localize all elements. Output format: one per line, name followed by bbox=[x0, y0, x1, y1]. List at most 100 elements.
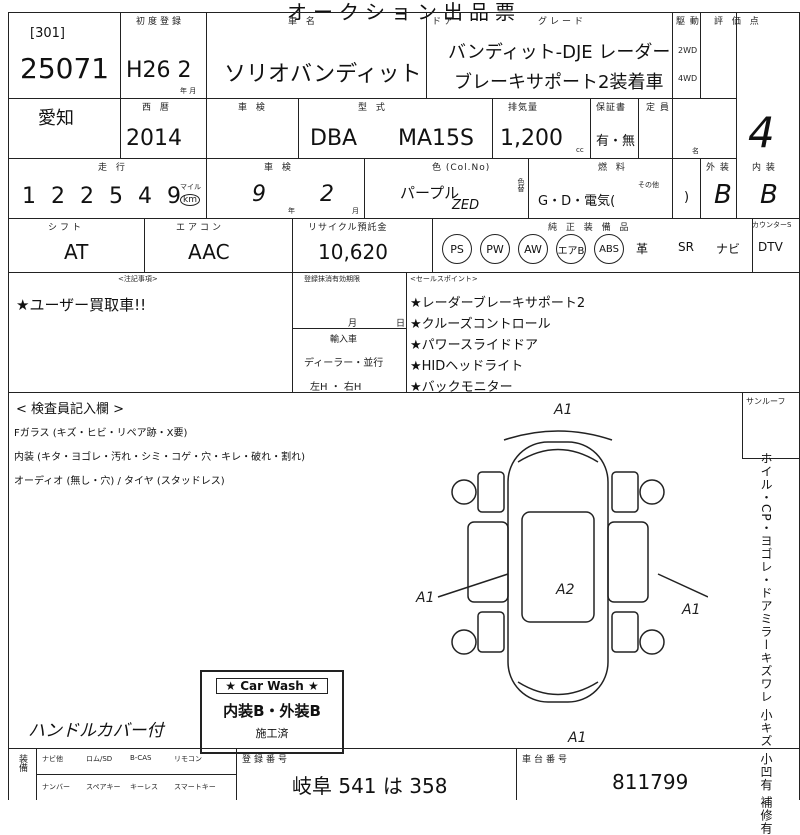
inspector-title: < 検査員記入欄 > bbox=[16, 402, 125, 417]
v-12 bbox=[364, 158, 365, 218]
auction-sheet: オークション出品票 [301] 25071 初度登録 H26 2 年 月 車 名… bbox=[8, 0, 800, 835]
mark-line-right bbox=[657, 573, 708, 598]
fuel-other: その他 bbox=[638, 181, 659, 189]
lot-bracket: [301] bbox=[30, 26, 65, 41]
wheel-rf bbox=[639, 479, 665, 505]
equip-ps: PS bbox=[442, 234, 472, 264]
import-hand: 左H ・ 右H bbox=[310, 382, 362, 393]
interior-label: 内 装 bbox=[752, 163, 776, 173]
right-rear-fender bbox=[611, 611, 639, 653]
footer-rom: ロム/SD bbox=[86, 755, 113, 763]
mark-roof: A2 bbox=[555, 582, 575, 598]
color-code: ZED bbox=[452, 198, 480, 213]
right-doors bbox=[607, 521, 649, 603]
warranty-label: 保証書 bbox=[596, 103, 627, 113]
first-reg: H26 2 bbox=[126, 58, 192, 83]
equip-sr: SR bbox=[678, 240, 694, 254]
v-9 bbox=[590, 98, 591, 158]
front-glass bbox=[503, 430, 613, 441]
wheel-rr bbox=[639, 629, 665, 655]
v-18 bbox=[752, 218, 753, 272]
sales-point-5: ★バックモニター bbox=[410, 380, 513, 395]
special-note: ★ユーザー買取車!! bbox=[16, 296, 147, 314]
keyless-label: カウンターS bbox=[752, 221, 792, 229]
door-label: ドア bbox=[432, 17, 457, 27]
frame-top bbox=[8, 12, 800, 13]
rule-4 bbox=[8, 272, 800, 273]
wheel-lf bbox=[451, 479, 477, 505]
footer-bcas: B-CAS bbox=[130, 754, 152, 762]
wheel-lr bbox=[451, 629, 477, 655]
mark-front: A1 bbox=[553, 402, 572, 418]
damage-legend: ホイル・CP・ヨゴレ・ドアミラーキズワレ 小キズ 小凹有 補修有 bbox=[759, 452, 773, 835]
inspection-label: 車 検 bbox=[264, 163, 294, 173]
color: パープル bbox=[400, 184, 460, 202]
equip-abs: ABS bbox=[594, 234, 624, 264]
displacement-label: 排気量 bbox=[508, 103, 539, 113]
v-7 bbox=[298, 98, 299, 158]
v-11 bbox=[206, 158, 207, 218]
equip-leather: 革 bbox=[636, 242, 649, 256]
inspection-month: 2 bbox=[320, 182, 334, 207]
v-3 bbox=[426, 12, 427, 98]
chassis-number: 811799 bbox=[612, 770, 689, 794]
car-name: ソリオバンディット bbox=[224, 62, 422, 87]
expiry-label: 登録抹消有効期限 bbox=[304, 275, 360, 283]
model-prefix: DBA bbox=[310, 126, 358, 151]
v-1 bbox=[120, 12, 121, 158]
sales-point-4: ★HIDヘッドライト bbox=[410, 359, 524, 374]
mark-left: A1 bbox=[415, 590, 434, 606]
inspector-line3: オーディオ (無し・穴) / タイヤ (スタッドレス) bbox=[14, 476, 225, 487]
exterior-score: B bbox=[714, 180, 732, 210]
frame-left bbox=[8, 12, 9, 800]
equip-airbag: エアB bbox=[556, 234, 586, 264]
footer-plate: ナンバー bbox=[42, 783, 70, 791]
year-label: 西 暦 bbox=[142, 103, 172, 113]
v-4 bbox=[672, 12, 673, 218]
score: 4 bbox=[748, 108, 775, 157]
car-rear-bumper bbox=[517, 681, 599, 696]
inspector-line2: 内装 (キタ・ヨゴレ・汚れ・シミ・コゲ・穴・キレ・破れ・割れ) bbox=[14, 452, 305, 463]
left-front-fender bbox=[477, 471, 505, 513]
chassis-label: 車 検 bbox=[238, 103, 268, 113]
year: 2014 bbox=[126, 126, 182, 151]
inspector-line1: Fガラス (キズ・ヒビ・リペア跡・X要) bbox=[14, 428, 188, 439]
right-front-fender bbox=[611, 471, 639, 513]
v-19 bbox=[292, 272, 293, 392]
car-roof bbox=[521, 511, 595, 623]
rule-5 bbox=[8, 392, 800, 393]
rule-f bbox=[36, 774, 236, 775]
mileage-unit-km: km bbox=[180, 194, 200, 206]
rule-3 bbox=[8, 218, 800, 219]
v-f2 bbox=[236, 748, 237, 800]
v-13 bbox=[528, 158, 529, 218]
plate-label: 登録番号 bbox=[242, 755, 291, 765]
expiry-month: 月 bbox=[348, 319, 358, 329]
mileage: 1 2 2 5 4 9 bbox=[22, 184, 185, 209]
sales-point-2: ★クルーズコントロール bbox=[410, 317, 551, 332]
left-rear-fender bbox=[477, 611, 505, 653]
inspection-year-unit: 年 bbox=[288, 207, 295, 215]
v-15 bbox=[144, 218, 145, 272]
roof-label: サンルーフ bbox=[746, 397, 786, 406]
grade-line1: バンディット-DJE レーダー bbox=[448, 42, 671, 63]
v-16 bbox=[292, 218, 293, 272]
warranty: 有・無 bbox=[596, 134, 636, 149]
plate-number: 岐阜 541 は 358 bbox=[292, 774, 448, 798]
import-dealer: ディーラー・並行 bbox=[304, 358, 384, 369]
v-21 bbox=[742, 392, 743, 458]
v-6 bbox=[736, 12, 737, 218]
footer-spare: スペアキー bbox=[86, 783, 121, 791]
exterior-label: 外 装 bbox=[706, 163, 730, 173]
grade-label: グレード bbox=[538, 17, 587, 27]
drive-4wd: 4WD bbox=[678, 74, 698, 83]
region: 愛知 bbox=[38, 108, 74, 129]
carwash-stamp: ★ Car Wash ★ 内装B・外装B 施工済 bbox=[200, 670, 344, 754]
score-label: 評 価 点 bbox=[714, 17, 762, 27]
interior-score: B bbox=[760, 180, 778, 210]
carwash-head: ★ Car Wash ★ bbox=[216, 678, 328, 694]
aircon-label: エアコン bbox=[176, 223, 225, 233]
mileage-label: 走 行 bbox=[98, 163, 128, 173]
rule-2 bbox=[8, 158, 736, 159]
inspection-year: 9 bbox=[252, 182, 266, 207]
